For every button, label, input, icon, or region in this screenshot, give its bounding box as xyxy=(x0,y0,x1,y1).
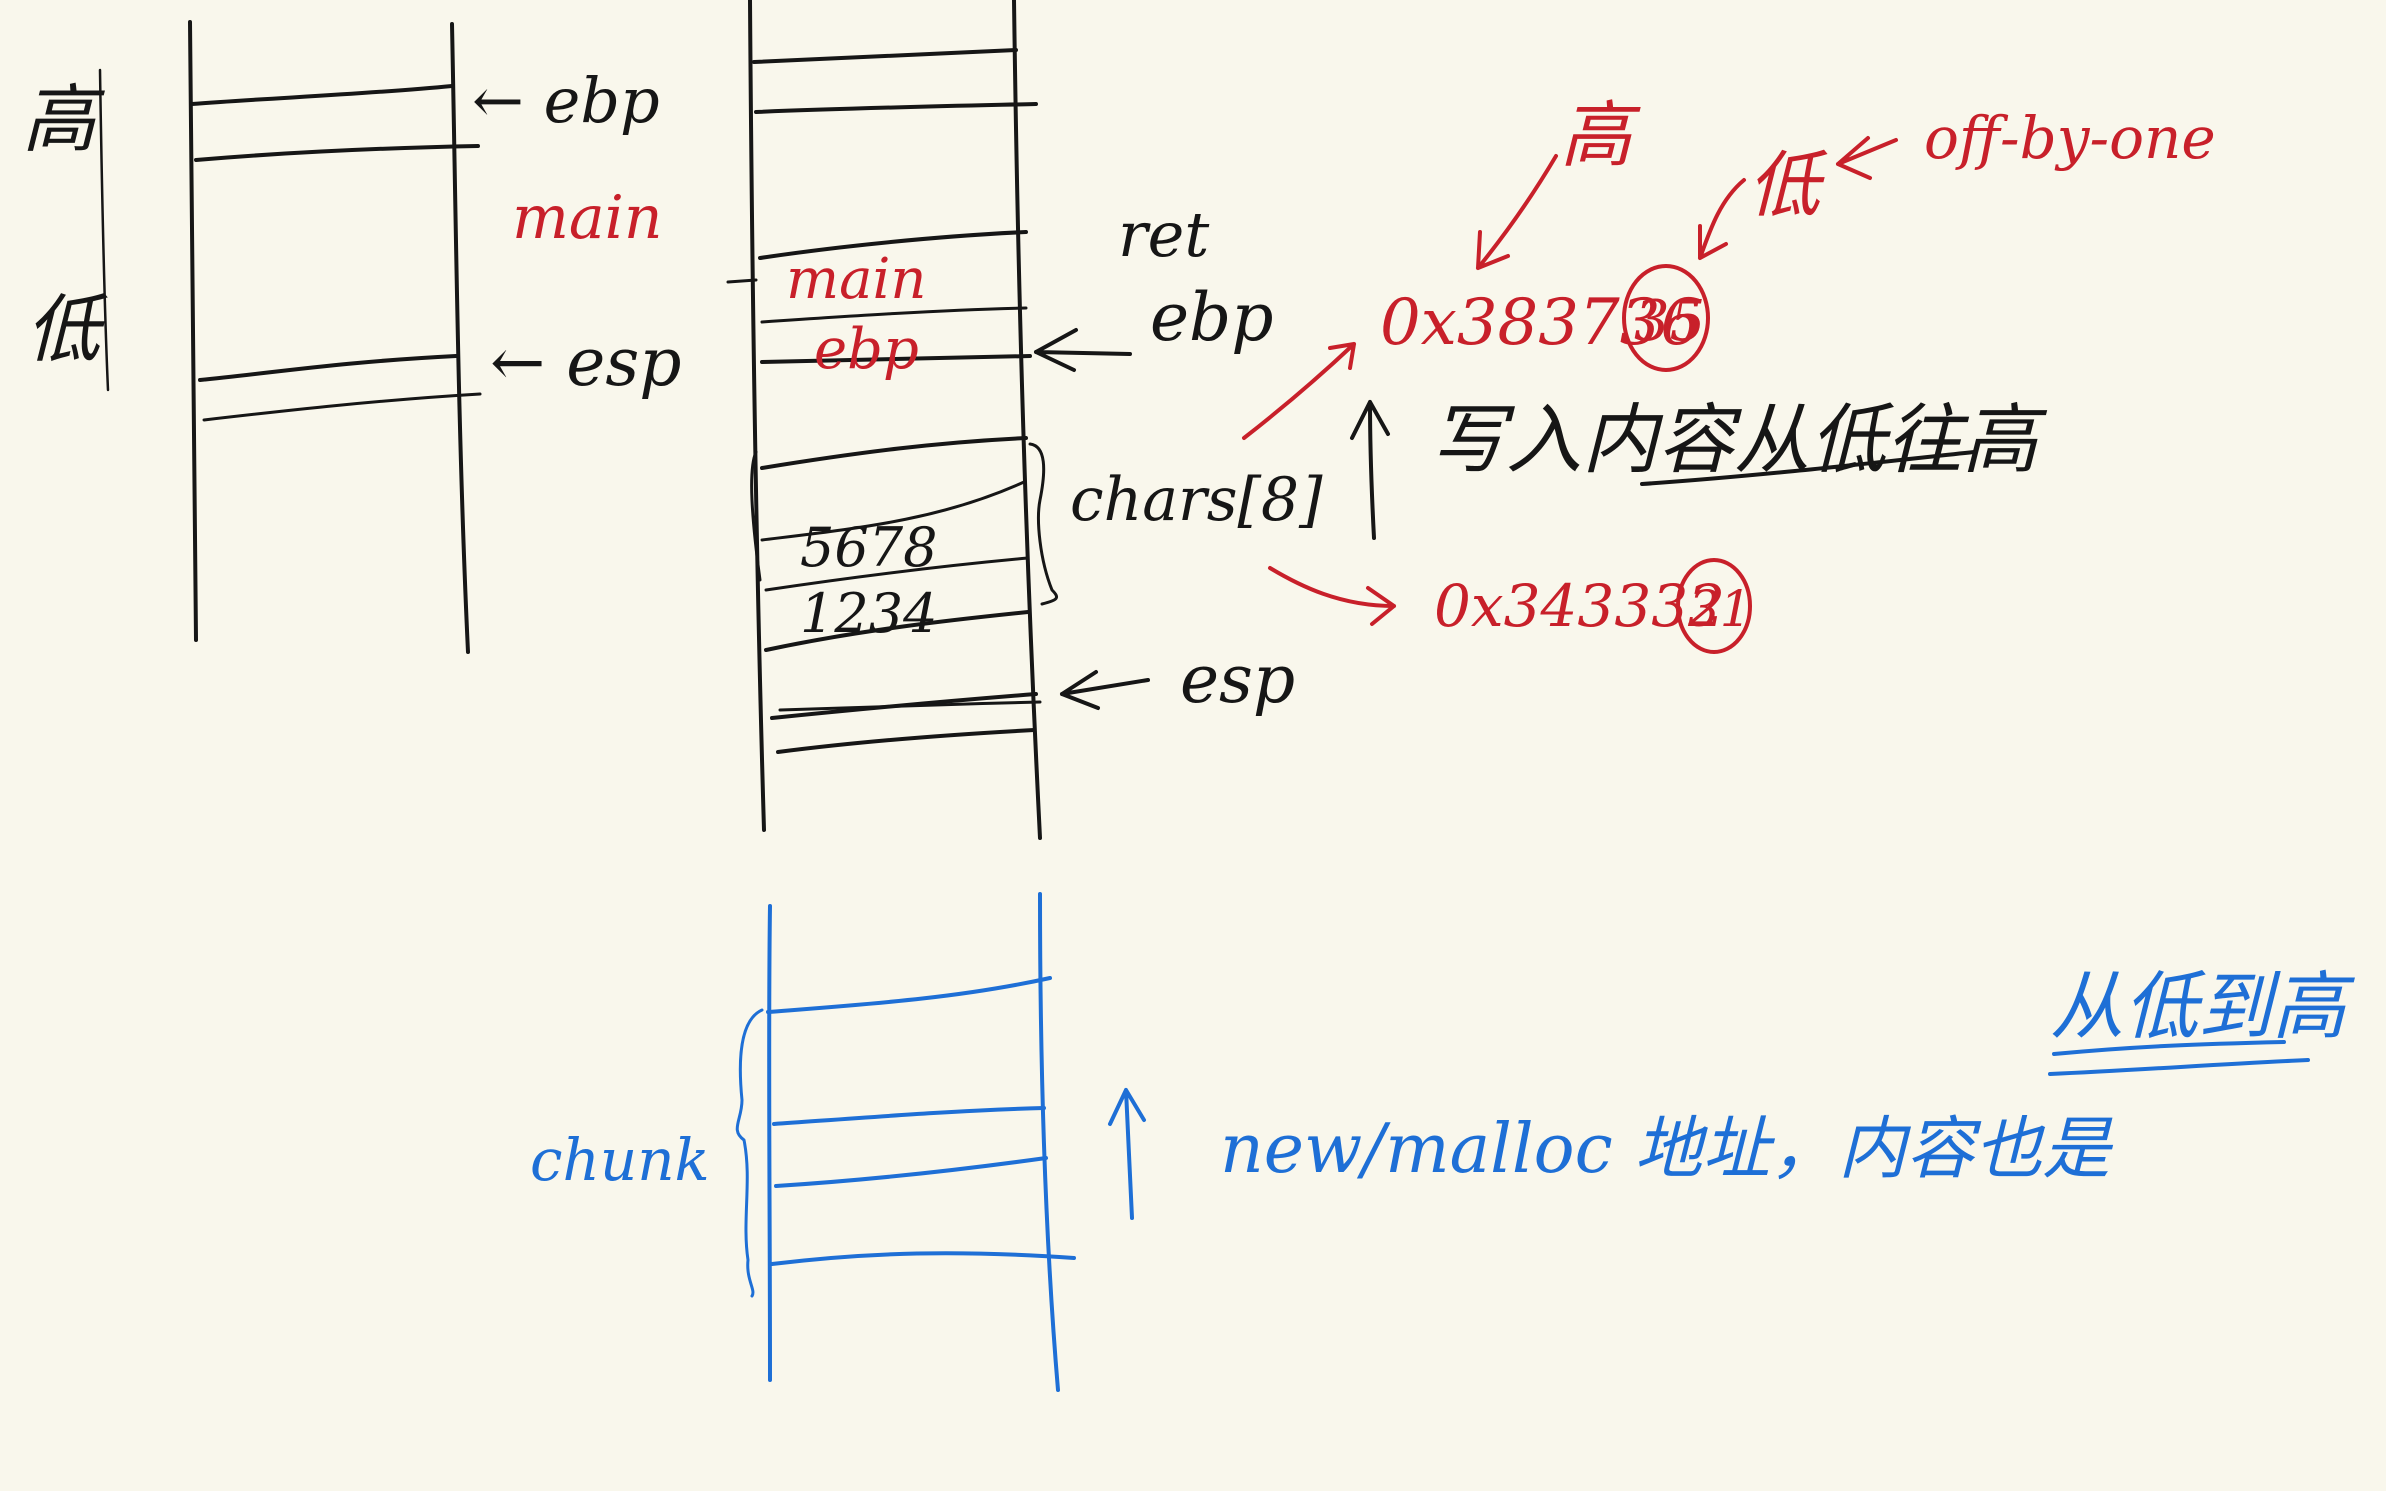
middle-stack-right-wall xyxy=(1012,0,1042,840)
middle-stack-line xyxy=(752,48,1018,64)
left-ebp-label: ← ebp xyxy=(472,64,660,137)
heap-diagram xyxy=(735,892,2310,1392)
chunk-brace xyxy=(735,1008,764,1298)
write-direction-annotation xyxy=(1350,400,1976,540)
heap-left-wall xyxy=(767,904,772,1382)
address-top-circled-byte: 35 xyxy=(1634,289,1705,354)
write-direction-underline xyxy=(1640,450,1976,486)
high-marker-label: 高 xyxy=(1560,93,1641,177)
left-frame-main-label: main xyxy=(512,183,663,253)
buffer-to-address-arrow xyxy=(1268,566,1396,626)
left-stack-line xyxy=(194,144,480,162)
heap-note-prefix: new/malloc 地址，内容也是 xyxy=(1220,1110,2113,1189)
left-stack-diagram xyxy=(98,20,482,654)
esp-arrow xyxy=(1060,670,1150,710)
heap-line xyxy=(774,1156,1048,1188)
chars-buffer-brace xyxy=(1028,442,1059,606)
middle-stack-line xyxy=(760,354,1032,364)
cell-5678: 5678 xyxy=(800,516,937,579)
off-by-one-arrow xyxy=(1836,136,1898,180)
heap-note-emphasis: 从低到高 xyxy=(2050,964,2355,1050)
heap-right-wall xyxy=(1038,892,1060,1392)
middle-stack-line xyxy=(764,610,1030,652)
chars-buffer-label: chars[8] xyxy=(1070,465,1323,535)
left-stack-left-wall xyxy=(188,20,198,642)
address-top-prefix: 0x383736 xyxy=(1380,286,1701,360)
middle-stack-line xyxy=(754,102,1038,114)
left-stack-line xyxy=(198,354,458,382)
address-bottom-circled-byte: 31 xyxy=(1688,580,1752,638)
heap-line xyxy=(772,1106,1046,1126)
side-label-low: 低 xyxy=(26,287,108,373)
middle-stack-tick xyxy=(726,278,758,284)
off-by-one-label: off-by-one xyxy=(1924,104,2216,172)
middle-ebp-label: ebp xyxy=(1150,279,1274,356)
heap-note-underline xyxy=(2048,1058,2310,1076)
chunk-label: chunk xyxy=(530,1126,710,1194)
middle-esp-label: esp xyxy=(1180,641,1295,718)
heap-line xyxy=(770,1251,1076,1266)
middle-stack-diagram xyxy=(726,0,1150,840)
slot-ebp-label: ebp xyxy=(814,317,919,382)
left-stack-right-wall xyxy=(450,22,470,654)
heap-note-underline xyxy=(2052,1040,2286,1056)
middle-stack-line xyxy=(778,700,1042,712)
middle-stack-line xyxy=(758,230,1028,260)
low-marker-label: 低 xyxy=(1748,143,1828,227)
ebp-to-address-arrow xyxy=(1242,342,1356,440)
heap-line xyxy=(766,976,1052,1014)
left-side-axis xyxy=(98,68,110,392)
middle-stack-line xyxy=(764,556,1030,592)
side-label-high: 高 xyxy=(22,77,105,163)
slot-main-label: main xyxy=(786,247,926,312)
high-marker-arrow xyxy=(1476,154,1558,270)
middle-stack-line xyxy=(760,436,1028,470)
circled-byte-35 xyxy=(1622,264,1710,372)
heap-growth-arrow xyxy=(1108,1088,1146,1220)
left-stack-line xyxy=(190,84,454,106)
ret-label: ret xyxy=(1118,198,1209,271)
middle-stack-left-wall xyxy=(748,0,766,832)
address-bottom-prefix: 0x343332 xyxy=(1434,572,1725,640)
low-marker-arrow xyxy=(1698,178,1746,260)
chars-buffer-left-brace xyxy=(750,450,762,582)
write-direction-up-arrow xyxy=(1350,400,1390,540)
cell-1234: 1234 xyxy=(800,582,937,645)
write-direction-text: 写入内容从低往高 xyxy=(1430,395,2048,484)
left-esp-label: ← esp xyxy=(490,324,681,401)
circled-byte-31 xyxy=(1676,558,1752,654)
left-stack-line xyxy=(202,392,482,422)
middle-stack-line xyxy=(776,728,1036,754)
middle-stack-line xyxy=(760,480,1026,542)
middle-stack-line xyxy=(760,306,1028,324)
red-annotations xyxy=(1242,136,1898,654)
ebp-arrow xyxy=(1034,328,1132,372)
